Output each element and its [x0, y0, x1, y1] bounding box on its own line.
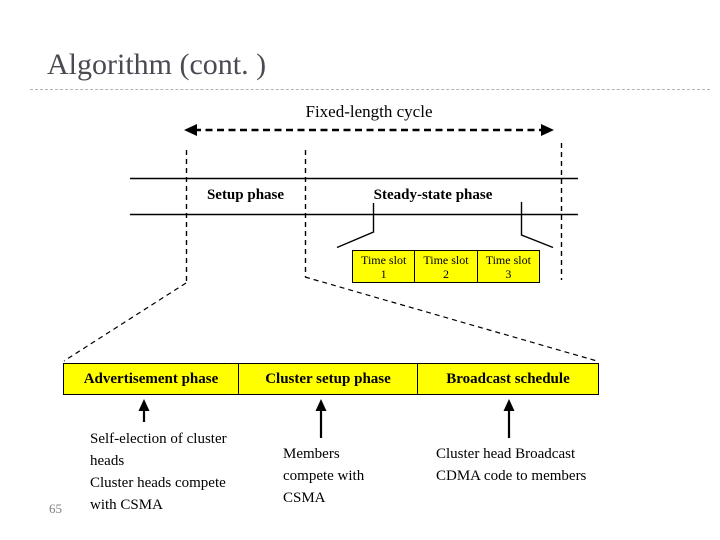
note-line: CSMA	[283, 490, 326, 506]
note-line: heads	[90, 453, 125, 469]
setup-phase-detail-row: Advertisement phase Cluster setup phase …	[63, 363, 599, 395]
up-arrow-broadcast	[503, 399, 515, 438]
time-slot-2: Time slot 2	[414, 251, 476, 282]
cycle-arrow-left-head	[184, 124, 197, 136]
time-slot-3: Time slot 3	[476, 251, 539, 282]
note-line: compete with	[283, 468, 365, 484]
broadcast-schedule-box: Broadcast schedule	[417, 364, 598, 394]
note-line: Cluster head Broadcast	[436, 446, 576, 462]
up-arrow-2-head	[315, 399, 327, 411]
time-slot-3-name: Time slot	[485, 252, 531, 267]
note-line: CDMA code to members	[436, 468, 587, 484]
up-arrow-advertisement	[138, 399, 150, 422]
advertisement-phase-box: Advertisement phase	[83, 370, 219, 387]
time-slot-row: Time slot 1 Time slot 2 Time slot 3	[352, 250, 540, 283]
note-line: Self-election of cluster	[90, 431, 227, 447]
cycle-length-label: Fixed-length cycle	[305, 102, 433, 121]
time-slot-1-name: Time slot	[361, 252, 407, 267]
cycle-arrow-right-head	[541, 124, 554, 136]
setup-phase-label: Setup phase	[206, 187, 285, 203]
cycle-extent-arrow	[184, 124, 554, 136]
cluster-setup-phase-box: Cluster setup phase	[238, 364, 417, 394]
page-number: 65	[49, 501, 62, 516]
up-arrow-cluster-setup	[315, 399, 327, 438]
up-arrow-3-head	[503, 399, 515, 411]
note-line: with CSMA	[90, 497, 163, 513]
note-cluster-head-broadcast: Cluster head Broadcast CDMA code to memb…	[436, 443, 586, 487]
expansion-diagonal-left	[63, 282, 187, 362]
note-members-compete: Members compete with CSMA	[283, 443, 364, 509]
note-line: Members	[283, 446, 340, 462]
note-self-election: Self-election of cluster heads Cluster h…	[90, 428, 227, 516]
title-divider	[30, 89, 710, 90]
slot-boundary-tick-2	[520, 202, 554, 249]
time-slot-2-name: Time slot	[423, 252, 469, 267]
time-slot-1: Time slot 1	[353, 251, 414, 282]
steady-state-phase-label: Steady-state phase	[373, 187, 493, 203]
up-arrow-1-head	[138, 399, 150, 411]
time-slot-1-number: 1	[380, 266, 387, 281]
time-slot-2-number: 2	[442, 266, 449, 281]
page-title: Algorithm (cont. )	[47, 48, 267, 81]
expansion-diagonal-right	[304, 276, 598, 362]
slot-boundary-tick-1	[336, 203, 375, 249]
time-slot-3-number: 3	[505, 266, 512, 281]
note-line: Cluster heads compete	[90, 475, 226, 491]
